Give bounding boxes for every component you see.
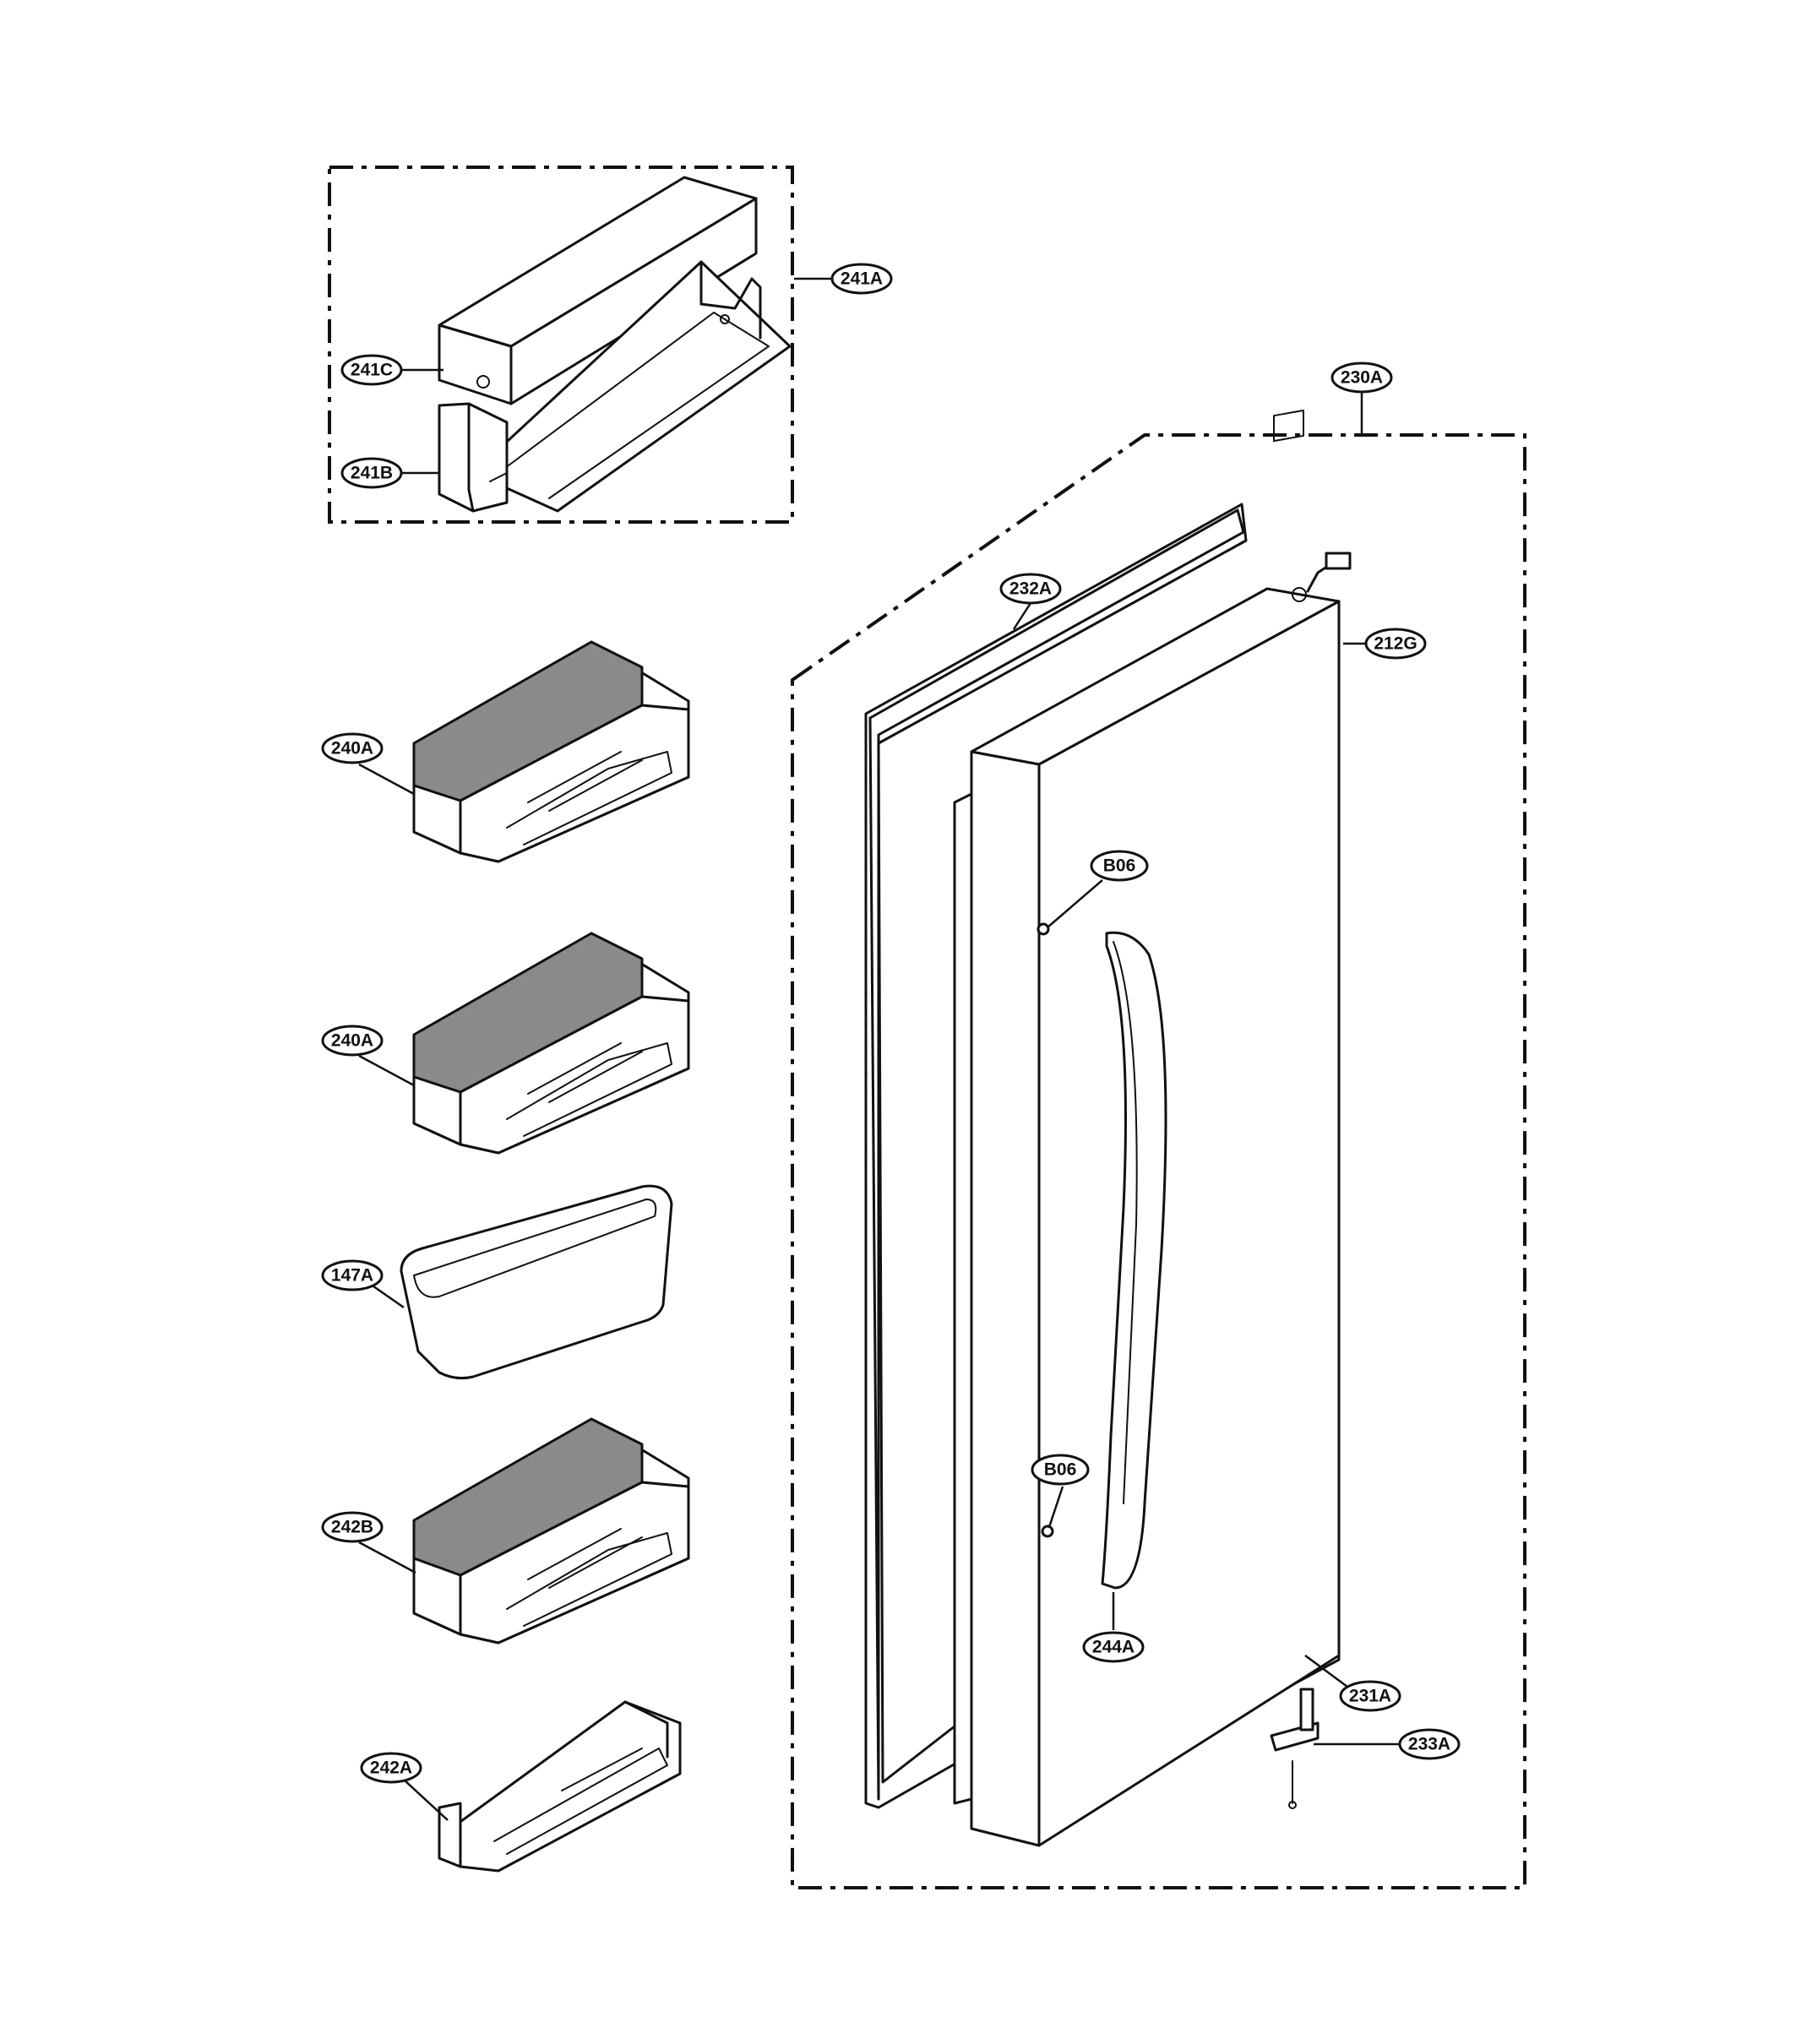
svg-text:147A: 147A: [331, 1266, 373, 1286]
svg-text:241B: 241B: [351, 464, 393, 483]
svg-text:233A: 233A: [1408, 1735, 1450, 1754]
bin-body-241A: [471, 260, 792, 513]
callout-240A-upper: 240A: [321, 732, 384, 764]
wire-connector: [1325, 552, 1352, 570]
svg-text:B06: B06: [1044, 1460, 1077, 1480]
callout-240A-middle: 240A: [321, 1025, 384, 1057]
callout-232A: 232A: [999, 573, 1062, 605]
callout-230A: 230A: [1330, 362, 1393, 394]
callout-B06-lower: B06: [1031, 1454, 1090, 1486]
svg-text:241A: 241A: [841, 269, 883, 289]
label-212G: [1273, 409, 1304, 443]
svg-text:231A: 231A: [1349, 1687, 1391, 1706]
svg-text:240A: 240A: [331, 739, 373, 758]
door-bin-240A-middle: [412, 932, 690, 1155]
bin-cover-241C: [438, 176, 758, 405]
door-assembly-group: [791, 409, 1526, 1889]
callout-244A: 244A: [1082, 1631, 1145, 1663]
lower-hinge-233A: [1270, 1688, 1320, 1809]
svg-text:240A: 240A: [331, 1031, 373, 1051]
svg-text:232A: 232A: [1009, 579, 1052, 599]
door-bin-242A: [438, 1700, 682, 1873]
callout-147A: 147A: [321, 1259, 384, 1291]
door-inner-liner: [953, 792, 973, 1805]
svg-text:212G: 212G: [1374, 634, 1417, 654]
callout-233A: 233A: [1398, 1728, 1461, 1760]
bottle-bin-147A: [400, 1184, 673, 1380]
callout-241B: 241B: [340, 457, 403, 489]
assembly-241-dashed-box: [328, 166, 794, 524]
door-handle-244A: [1101, 931, 1167, 1590]
screw-B06-upper: [1037, 922, 1050, 936]
svg-text:241C: 241C: [351, 361, 393, 380]
leader-lines: [358, 277, 1402, 1821]
callout-241C: 241C: [340, 354, 403, 386]
svg-text:230A: 230A: [1341, 368, 1383, 388]
screw-B06-lower: [1041, 1525, 1054, 1538]
callout-242A: 242A: [360, 1752, 422, 1784]
door-gasket-232A: [864, 503, 1248, 1809]
svg-text:242B: 242B: [331, 1518, 373, 1537]
callout-242B: 242B: [321, 1511, 384, 1543]
door-bin-assembly-group: [328, 166, 794, 524]
bin-endcap-241B: [438, 402, 509, 513]
callout-231A: 231A: [1339, 1680, 1401, 1712]
svg-text:242A: 242A: [370, 1759, 412, 1778]
assembly-230A-dashed-box: [791, 433, 1526, 1889]
hinge-cap: [1292, 587, 1307, 602]
callout-B06-upper: B06: [1090, 850, 1149, 882]
svg-text:244A: 244A: [1092, 1638, 1135, 1657]
callout-241A: 241A: [830, 263, 893, 295]
door-bin-240A-top: [412, 640, 690, 863]
svg-text:B06: B06: [1103, 856, 1136, 876]
callout-212G: 212G: [1364, 628, 1427, 660]
door-bin-242B: [412, 1417, 690, 1644]
